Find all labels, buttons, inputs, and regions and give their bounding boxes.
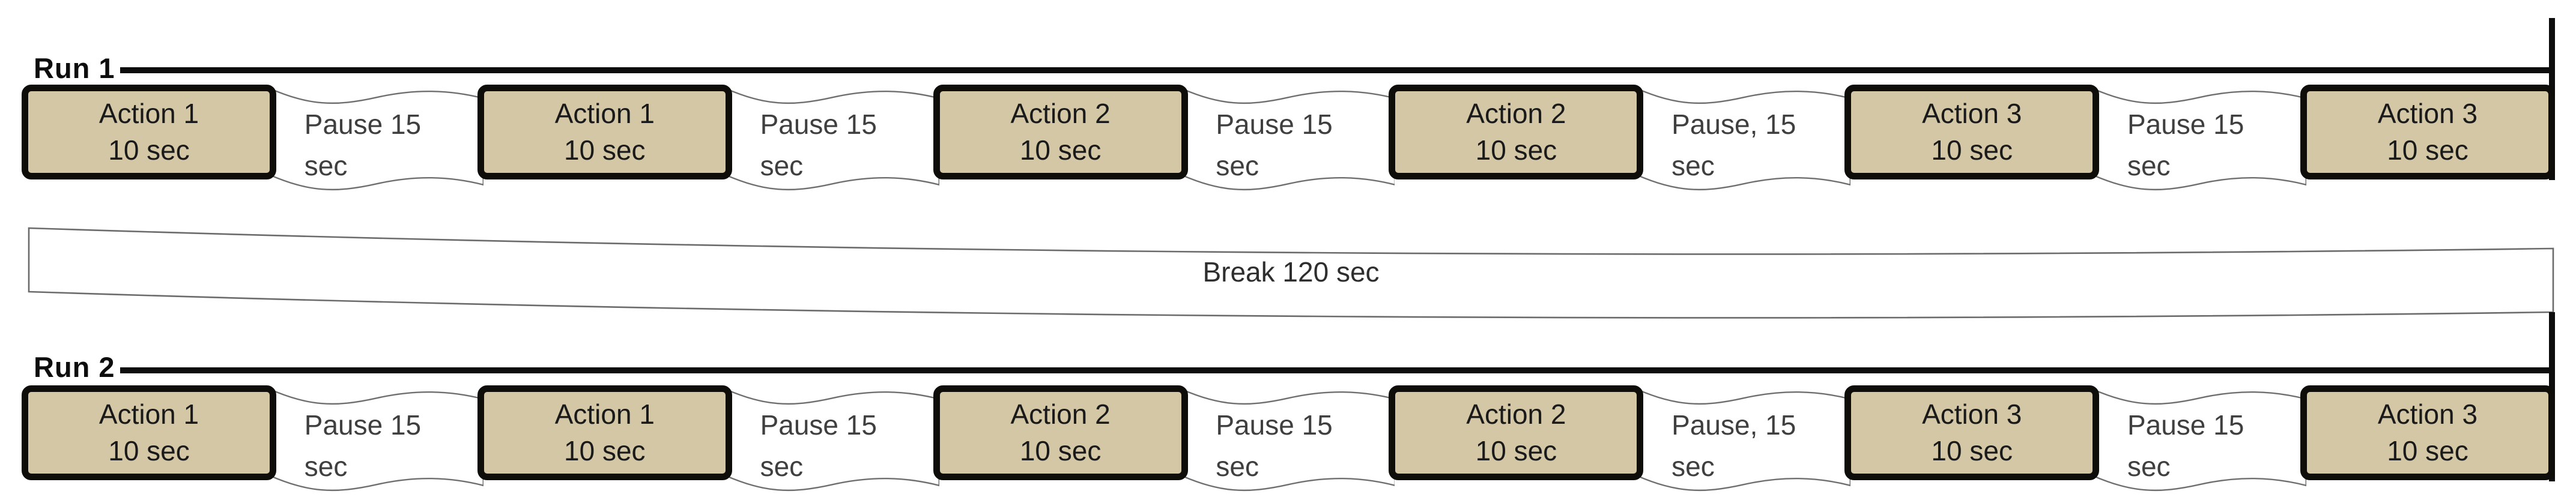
pause-shape: Pause 15 sec bbox=[726, 387, 939, 492]
pause-label-line2: sec bbox=[2127, 150, 2171, 181]
pause-label-line1: Pause 15 bbox=[2127, 409, 2244, 441]
pause-shape: Pause 15 sec bbox=[270, 86, 483, 191]
pause-label-line1: Pause, 15 bbox=[1671, 409, 1796, 441]
pause-wave-icon bbox=[1637, 387, 1851, 492]
action-title: Action 1 bbox=[554, 98, 655, 130]
pause-shape: Pause, 15 sec bbox=[1637, 86, 1851, 191]
pause-shape: Pause 15 sec bbox=[2093, 86, 2306, 191]
pause-label-line1: Pause 15 bbox=[2127, 109, 2244, 140]
pause-label-line1: Pause 15 bbox=[760, 109, 877, 140]
action-duration: 10 sec bbox=[2387, 134, 2468, 166]
pause-label-line1: Pause 15 bbox=[1216, 109, 1333, 140]
action-duration: 10 sec bbox=[108, 435, 190, 466]
run2-timeline-line bbox=[120, 367, 2555, 373]
action-box: Action 1 10 sec bbox=[477, 85, 732, 179]
action-title: Action 3 bbox=[2377, 98, 2478, 130]
pause-label-line2: sec bbox=[760, 150, 804, 181]
action-duration: 10 sec bbox=[1931, 134, 2013, 166]
pause-wave-icon bbox=[726, 86, 939, 191]
action-box: Action 1 10 sec bbox=[22, 85, 276, 179]
pause-label-line1: Pause 15 bbox=[304, 409, 422, 441]
run1-timeline-line bbox=[120, 67, 2555, 73]
pause-shape: Pause 15 sec bbox=[270, 387, 483, 492]
action-box: Action 2 10 sec bbox=[1389, 385, 1644, 480]
pause-wave-icon bbox=[2093, 387, 2306, 492]
pause-label-line1: Pause 15 bbox=[760, 409, 877, 441]
action-title: Action 1 bbox=[98, 399, 199, 430]
action-duration: 10 sec bbox=[108, 134, 190, 166]
action-title: Action 1 bbox=[98, 98, 199, 130]
action-duration: 10 sec bbox=[2387, 435, 2468, 466]
pause-shape: Pause, 15 sec bbox=[1637, 387, 1851, 492]
run1-sequence: Action 1 10 sec Pause 15 sec Action 1 10… bbox=[22, 85, 2555, 179]
action-duration: 10 sec bbox=[1475, 134, 1557, 166]
pause-shape: Pause 15 sec bbox=[1181, 86, 1395, 191]
action-duration: 10 sec bbox=[1475, 435, 1557, 466]
pause-label-line2: sec bbox=[1671, 451, 1715, 482]
pause-wave-icon bbox=[726, 387, 939, 492]
pause-wave-icon bbox=[1637, 86, 1851, 191]
pause-label-line1: Pause 15 bbox=[304, 109, 422, 140]
action-title: Action 2 bbox=[1010, 399, 1111, 430]
action-title: Action 2 bbox=[1466, 98, 1566, 130]
action-duration: 10 sec bbox=[1019, 134, 1102, 166]
pause-wave-icon bbox=[1181, 86, 1395, 191]
action-duration: 10 sec bbox=[1931, 435, 2013, 466]
action-box: Action 3 10 sec bbox=[1844, 385, 2100, 480]
action-box: Action 1 10 sec bbox=[22, 385, 276, 480]
run1-label: Run 1 bbox=[34, 52, 115, 84]
action-title: Action 1 bbox=[554, 399, 655, 430]
action-title: Action 3 bbox=[2377, 399, 2478, 430]
pause-label-line2: sec bbox=[1216, 150, 1259, 181]
pause-wave-icon bbox=[270, 387, 483, 492]
pause-label-line2: sec bbox=[2127, 451, 2171, 482]
run2-label: Run 2 bbox=[34, 351, 115, 383]
pause-label-line2: sec bbox=[1216, 451, 1259, 482]
action-box: Action 3 10 sec bbox=[1844, 85, 2100, 179]
action-box: Action 1 10 sec bbox=[477, 385, 732, 480]
action-box: Action 2 10 sec bbox=[933, 385, 1188, 480]
action-title: Action 3 bbox=[1922, 98, 2022, 130]
pause-shape: Pause 15 sec bbox=[1181, 387, 1395, 492]
pause-label-line2: sec bbox=[760, 451, 804, 482]
pause-shape: Pause 15 sec bbox=[726, 86, 939, 191]
action-title: Action 3 bbox=[1922, 399, 2022, 430]
action-box: Action 2 10 sec bbox=[933, 85, 1188, 179]
pause-shape: Pause 15 sec bbox=[2093, 387, 2306, 492]
pause-label-line1: Pause 15 bbox=[1216, 409, 1333, 441]
action-duration: 10 sec bbox=[564, 435, 646, 466]
action-box: Action 3 10 sec bbox=[2300, 385, 2555, 480]
break-band: Break 120 sec bbox=[27, 224, 2555, 327]
action-box: Action 2 10 sec bbox=[1389, 85, 1644, 179]
pause-label-line2: sec bbox=[304, 451, 348, 482]
action-title: Action 2 bbox=[1010, 98, 1111, 130]
pause-wave-icon bbox=[270, 86, 483, 191]
action-duration: 10 sec bbox=[564, 134, 646, 166]
pause-label-line1: Pause, 15 bbox=[1671, 109, 1796, 140]
pause-wave-icon bbox=[2093, 86, 2306, 191]
break-label: Break 120 sec bbox=[1202, 256, 1380, 288]
pause-label-line2: sec bbox=[304, 150, 348, 181]
action-duration: 10 sec bbox=[1019, 435, 1102, 466]
pause-wave-icon bbox=[1181, 387, 1395, 492]
action-title: Action 2 bbox=[1466, 399, 1566, 430]
action-box: Action 3 10 sec bbox=[2300, 85, 2555, 179]
pause-label-line2: sec bbox=[1671, 150, 1715, 181]
run2-sequence: Action 1 10 sec Pause 15 sec Action 1 10… bbox=[22, 385, 2555, 480]
